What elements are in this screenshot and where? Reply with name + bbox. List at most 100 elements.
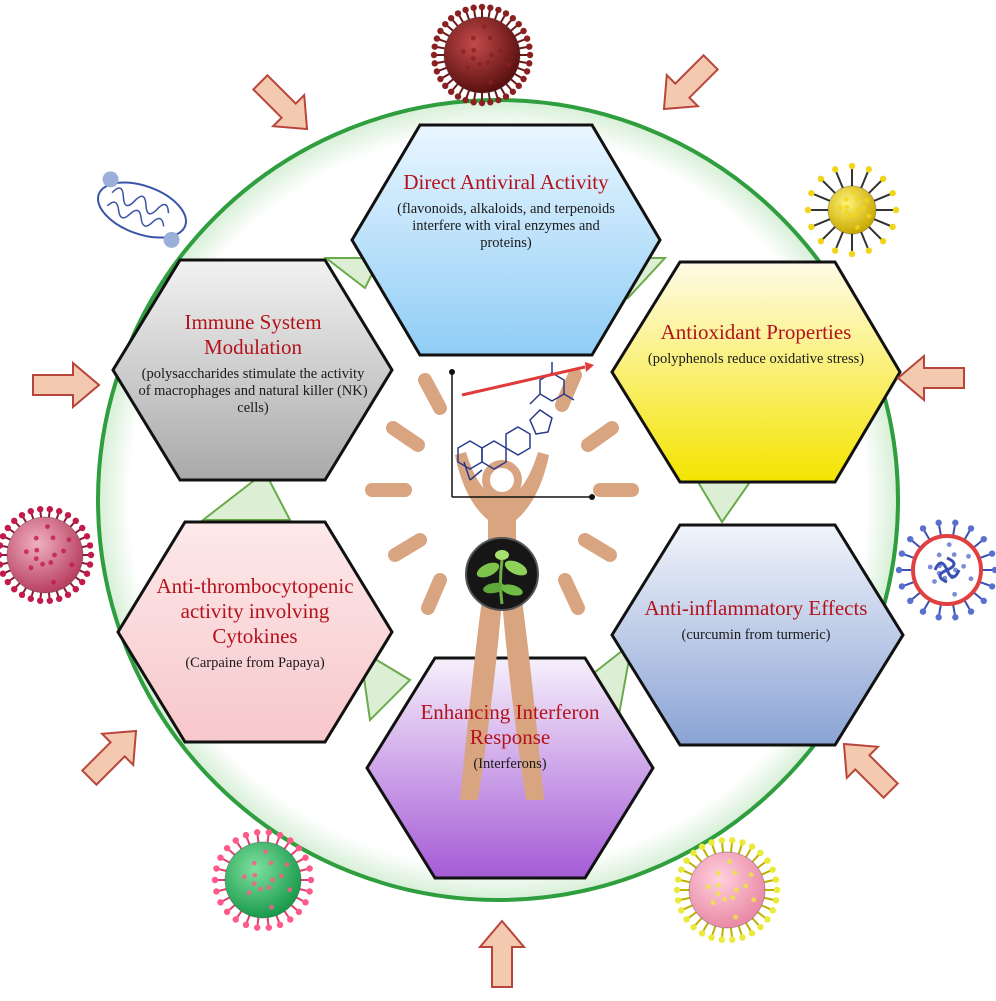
virus-surface-dot (946, 542, 952, 547)
virus-spike-tip (470, 4, 477, 11)
virus-spike-tip (430, 51, 438, 59)
virus-spike-tip (919, 525, 927, 532)
virus-spike-tip (502, 10, 510, 17)
virus-surface-dot (470, 56, 476, 62)
virus-spike-tip (952, 614, 959, 621)
virus-spike-tip (817, 237, 825, 245)
virus-spike-tip (526, 43, 533, 50)
virus-surface-dot (33, 535, 39, 541)
virus-surface-dot (952, 591, 958, 597)
virus-spike-tip (4, 578, 11, 586)
virus-surface-dot (268, 860, 274, 866)
virus-surface-dot (840, 215, 846, 221)
virus-surface-dot (61, 548, 66, 554)
virus-spike-tip (515, 82, 522, 90)
inward-arrow-icon (662, 53, 720, 111)
virus-spike-tip (683, 857, 690, 864)
virus-spike-tip (433, 35, 441, 42)
virus-spike-tip (739, 934, 746, 941)
virus-spike-tip (848, 250, 856, 258)
hex-antioxidant (610, 260, 902, 484)
person-with-plant-icon (365, 368, 639, 800)
inward-arrow-icon (32, 360, 101, 410)
virus-spike-tip (11, 517, 18, 525)
virus-spike-tip (64, 511, 72, 519)
virus-surface-dot (270, 877, 275, 883)
virus-surface-dot (279, 873, 284, 879)
virus-spike-tip (502, 93, 510, 100)
virus-spike-tip (442, 20, 449, 28)
virus-surface-dot (487, 35, 493, 41)
inward-arrow-icon (477, 919, 527, 988)
virus-rna (933, 556, 961, 584)
virus-spike-tip (0, 533, 7, 540)
virus-spike-tip (306, 865, 313, 872)
virus-spike-tip (478, 99, 486, 107)
virus-spike-tip (265, 829, 272, 836)
virus-spike-tip (18, 511, 26, 519)
virus-spike-tip (242, 831, 250, 839)
hex-title: Anti-inflammatory Effects (644, 596, 868, 620)
virus-icon (430, 3, 534, 107)
virus-spike-tip (739, 839, 746, 846)
virus-spike-tip (698, 930, 706, 937)
virus-spike-tip (276, 831, 284, 839)
virus-surface-dot (848, 213, 853, 219)
hex-title: Direct Antiviral Activity (403, 170, 609, 194)
virus-spike-tip (808, 189, 815, 197)
virus-surface-dot (722, 896, 727, 902)
virus-spike-tip (79, 524, 86, 532)
hex-anti-thrombocytopenic (116, 520, 394, 744)
hex-direct-antiviral-text: Direct Antiviral Activity (flavonoids, a… (385, 170, 627, 252)
virus-surface-dot (844, 196, 849, 202)
virus-icon (673, 837, 781, 943)
virus-spike-tip (56, 508, 63, 515)
virus-spike-tip (748, 930, 756, 937)
virus-spike-tip (36, 597, 44, 604)
virus-spike-tip (523, 35, 531, 42)
virus-spike-tip (718, 837, 725, 844)
virus-surface-dot (263, 849, 268, 855)
virus-surface-dot (489, 52, 494, 58)
virus-surface-dot (23, 549, 29, 555)
virus-spike-tip (980, 535, 987, 543)
virus-surface-dot (953, 567, 958, 573)
virus-spike-tip (907, 535, 914, 543)
virus-surface-dot (50, 535, 56, 541)
virus-spike-tip (898, 583, 906, 590)
virus-spike-tip (217, 899, 224, 906)
virus-spike-tip (64, 591, 72, 599)
virus-spike-tip (276, 921, 284, 929)
inward-arrow-icon (842, 742, 900, 800)
virus-spike-tip (495, 6, 502, 14)
virus-spike-tip (11, 585, 18, 593)
virus-spike-tip (520, 27, 527, 35)
virus-spike-tip (690, 923, 697, 931)
virus-surface-dot (460, 49, 466, 55)
virus-spike (834, 231, 844, 252)
virus-spike (820, 178, 836, 194)
virus-surface-dot (727, 859, 732, 865)
virus-surface-dot (251, 881, 257, 887)
virus-spike-tip (454, 10, 462, 17)
virus-surface-dot (284, 862, 290, 868)
hex-body: (polyphenols reduce oxidative stress) (647, 351, 865, 367)
virus-surface-dot (465, 65, 471, 71)
virus-spike-tip (523, 68, 531, 75)
connector-triangles (200, 257, 759, 723)
virus-spike-tip (302, 854, 309, 861)
virus-spike-tip (988, 550, 996, 557)
hex-body: (flavonoids, alkaloids, and terpenoids i… (397, 201, 615, 251)
hex-antioxidant-text: Antioxidant Properties (polyphenols redu… (640, 320, 872, 368)
virus-spike-tip (848, 162, 856, 170)
virus-spike-tip (295, 844, 303, 852)
virus-spike-tip (683, 916, 690, 923)
virus-icon (211, 829, 315, 931)
hex-anti-thrombocytopenic-text: Anti-thrombocytopenic activity involving… (148, 574, 362, 672)
virus-spike-tip (865, 166, 873, 173)
virus-surface-dot (932, 579, 937, 584)
hex-body: (Interferons) (473, 756, 547, 772)
virus-surface-dot (252, 872, 258, 878)
virus-spike-tip (83, 570, 91, 577)
virus-spike-tip (470, 99, 477, 106)
